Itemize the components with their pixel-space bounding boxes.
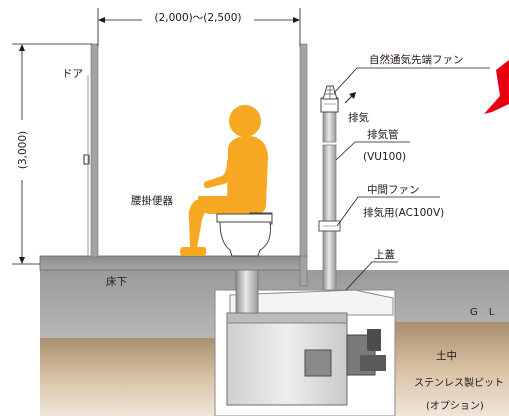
toilet-body — [219, 221, 271, 257]
walls — [83, 43, 308, 287]
pit-motor-cap — [367, 329, 381, 351]
pipe-spec-label: (VU100) — [363, 151, 406, 163]
exhaust-arrow — [344, 92, 356, 104]
labels: ドア 腰掛便器 床下 自然通気先端ファン 排気 排気管 (VU100) 中間ファ… — [62, 53, 504, 412]
person-thigh — [198, 196, 257, 214]
door-label: ドア — [62, 68, 83, 80]
height-dimension: (3,000) — [12, 43, 92, 265]
exhaust-pipe-main — [322, 144, 337, 291]
top-fan-base — [320, 97, 339, 113]
exhaust-pipe — [318, 85, 341, 291]
person-head — [229, 105, 261, 137]
pit-motor-base — [360, 355, 386, 371]
toilet-seat — [216, 213, 273, 223]
soil-label: 土中 — [436, 349, 457, 362]
toilet-label: 腰掛便器 — [131, 194, 173, 207]
toilet-bowl — [216, 212, 273, 257]
door-handle — [83, 154, 90, 165]
red-accent-mark — [484, 60, 509, 114]
width-dimension-label: (2,000)～(2,500) — [154, 12, 241, 24]
leader-lines — [333, 67, 490, 291]
person-torso — [226, 136, 268, 215]
exhaust-pipe-upper — [322, 109, 337, 143]
pit-lid — [229, 289, 394, 316]
mid-fan-label: 中間ファン — [367, 183, 420, 196]
underfloor-label: 床下 — [106, 275, 127, 288]
width-dimension: (2,000)～(2,500) — [97, 8, 301, 46]
person-foot — [180, 247, 207, 256]
right-wall-base — [299, 255, 308, 287]
pipe-label: 排気管 — [367, 128, 399, 141]
soil-layer — [40, 338, 215, 416]
left-wall — [90, 43, 99, 258]
person-leg — [188, 200, 210, 251]
lid-label: 上蓋 — [374, 249, 395, 261]
stainless-pit — [214, 267, 396, 416]
soil-layer-right — [395, 322, 509, 416]
right-wall — [299, 43, 308, 258]
floor — [39, 255, 306, 271]
pit-option-label: (オプション) — [426, 400, 484, 412]
pit-top-band — [226, 312, 348, 324]
exhaust-label: 排気 — [348, 111, 369, 124]
height-dimension-label: (3,000) — [17, 131, 29, 169]
floor-slab — [39, 255, 306, 271]
seated-person — [180, 105, 268, 256]
pit-inlet-pipe — [235, 267, 259, 314]
mid-fan-spec-label: 排気用(AC100V) — [363, 206, 444, 219]
person-arm — [203, 160, 234, 189]
pit-label: ステンレス製ピット — [414, 376, 504, 389]
top-fan-label: 自然通気先端ファン — [369, 53, 464, 66]
ground-level-label: G L — [470, 307, 499, 318]
pit-window — [304, 349, 332, 377]
